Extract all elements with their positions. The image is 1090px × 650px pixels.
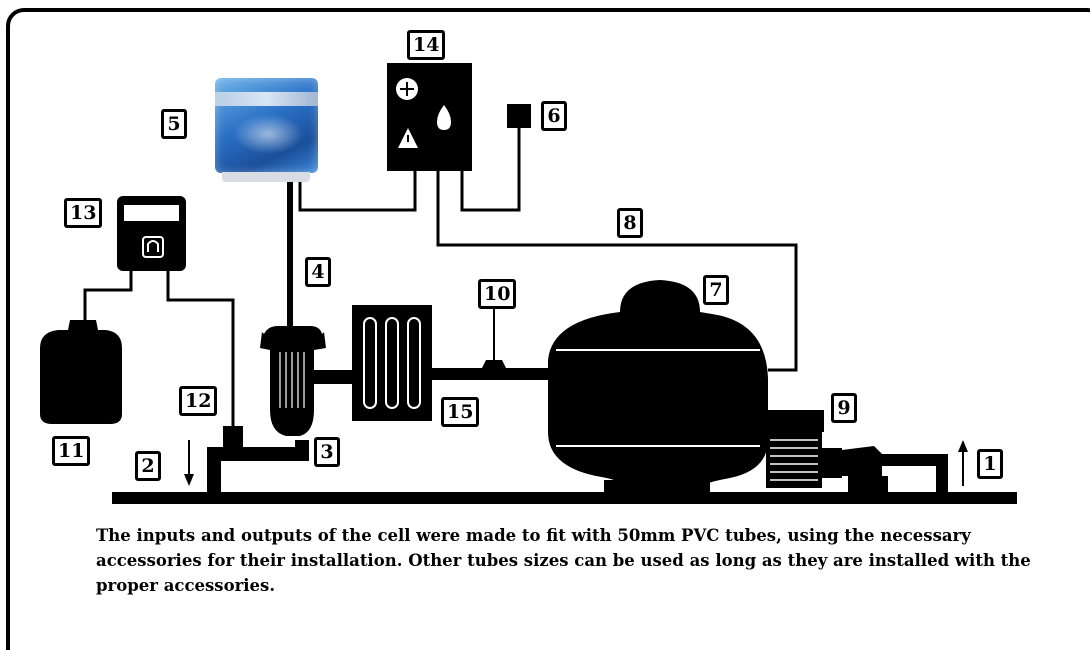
outflow-arrow	[958, 440, 968, 486]
pump-coupling	[822, 448, 842, 478]
controller-device	[215, 78, 318, 173]
sand-filter	[548, 280, 768, 484]
wire-controller-to-box	[298, 171, 417, 212]
label-8: 8	[617, 208, 643, 238]
label-10: 10	[478, 279, 517, 309]
drop-icon	[437, 105, 451, 130]
inlet-pipe	[207, 440, 309, 492]
base-platform	[112, 492, 1017, 504]
dosing-pump-button	[142, 236, 164, 258]
inflow-arrow	[184, 440, 194, 486]
pump-body	[760, 410, 824, 432]
heat-exchanger	[352, 305, 432, 421]
outer-frame	[6, 8, 1090, 650]
wire-box-to-sensor	[460, 128, 521, 212]
pump-housing	[842, 446, 882, 476]
wire-8	[436, 171, 798, 372]
controller-connectors	[222, 172, 310, 182]
label-5: 5	[161, 109, 187, 139]
label-1: 1	[977, 449, 1003, 479]
filter-base	[604, 480, 710, 494]
chemical-tank	[40, 320, 122, 424]
label-3: 3	[314, 437, 340, 467]
label-4: 4	[305, 257, 331, 287]
label-2: 2	[135, 451, 161, 481]
electrolytic-cell	[260, 326, 326, 436]
label-6: 6	[541, 101, 567, 131]
pump-motor-fins	[770, 439, 818, 481]
label-13: 13	[64, 198, 103, 228]
dosing-pump-button-icon	[147, 240, 159, 252]
label-9: 9	[831, 393, 857, 423]
external-sensor	[507, 104, 531, 128]
diagram-caption: The inputs and outputs of the cell were …	[96, 526, 1031, 595]
pump-feet	[848, 476, 888, 492]
sensor-fitting	[482, 360, 506, 368]
injection-point	[223, 426, 243, 456]
label-12: 12	[179, 386, 218, 416]
label-7: 7	[703, 275, 729, 305]
return-pipe	[882, 454, 948, 492]
suction-tube	[83, 271, 133, 320]
cell-outlet	[310, 370, 352, 384]
label-15: 15	[441, 397, 480, 427]
control-box	[387, 63, 472, 171]
label-14: 14	[407, 30, 446, 60]
dosing-pump-display	[124, 205, 179, 221]
label-11: 11	[52, 436, 91, 466]
controller-display-strip	[215, 92, 318, 106]
heat-exchanger-tubes	[363, 317, 421, 409]
dosing-tube	[166, 271, 235, 428]
cell-electrodes	[279, 352, 305, 408]
main-pipe	[430, 368, 550, 380]
controller-glow	[233, 114, 303, 154]
